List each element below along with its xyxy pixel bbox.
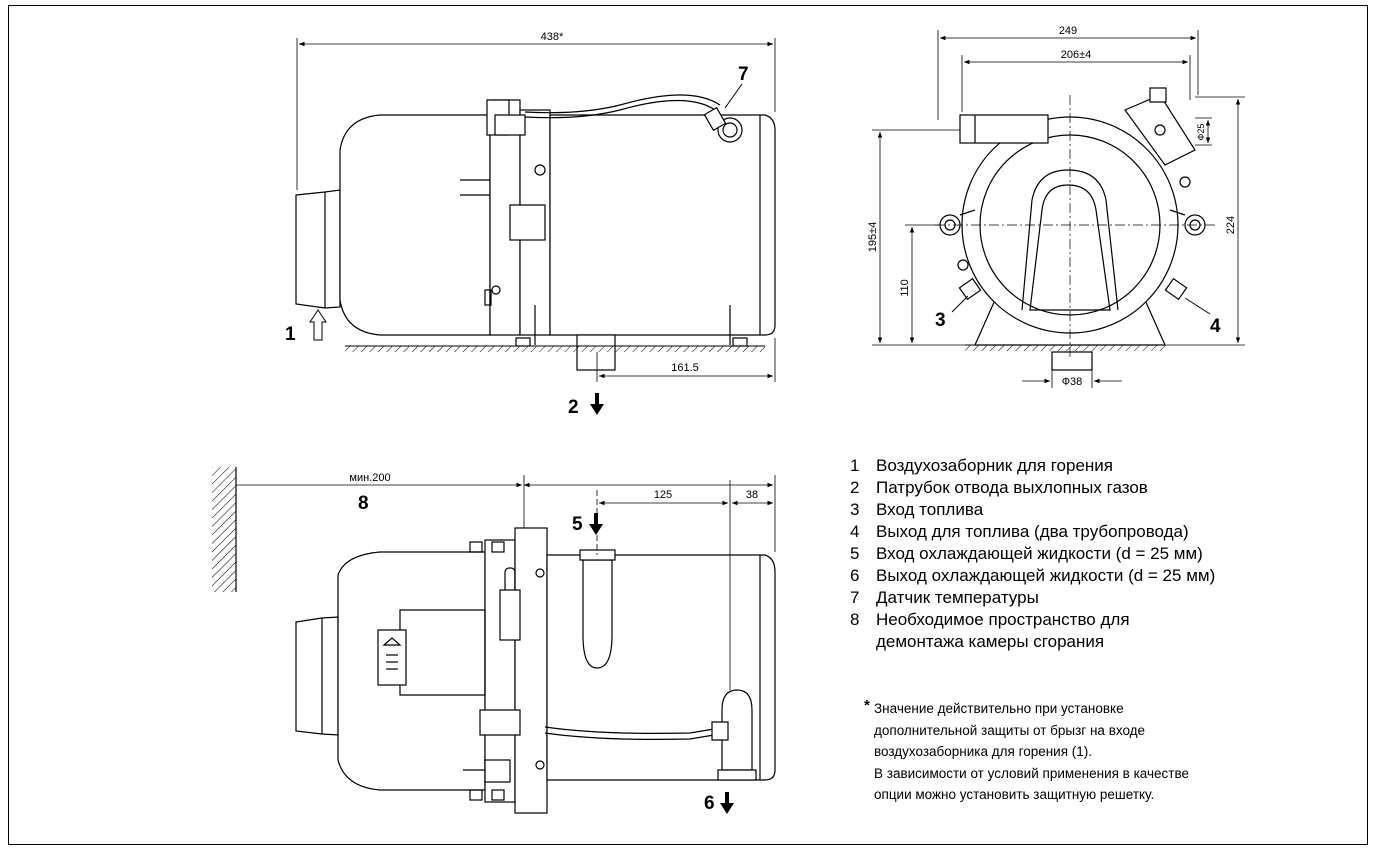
legend-text: Патрубок отвода выхлопных газов xyxy=(876,478,1148,497)
callout-1: 1 xyxy=(285,324,296,345)
dim-diameter-38: Ф38 xyxy=(1062,376,1083,388)
footnote-line: дополнительной защиты от брызг на входе xyxy=(874,722,1146,738)
legend-item: 6 Выход охлаждающей жидкости (d = 25 мм) xyxy=(850,565,1370,587)
coolant-out-arrow-icon xyxy=(720,792,734,814)
legend-text-continuation: демонтажа камеры сгорания xyxy=(876,632,1105,651)
dim-width-206: 206±4 xyxy=(1061,49,1092,61)
legend-item: 3 Вход топлива xyxy=(850,499,1370,521)
legend-item: 2 Патрубок отвода выхлопных газов xyxy=(850,477,1370,499)
callout-7: 7 xyxy=(738,64,749,85)
dim-height-110: 110 xyxy=(899,279,911,297)
legend-item: 7 Датчик температуры xyxy=(850,587,1370,609)
legend-number: 7 xyxy=(850,588,860,607)
ground-hatch-front xyxy=(965,345,1165,351)
legend-number: 2 xyxy=(850,478,860,497)
legend-item: 8 Необходимое пространство для демонтажа… xyxy=(850,609,1370,653)
legend-text: Выход охлаждающей жидкости (d = 25 мм) xyxy=(876,566,1216,585)
legend-item: 5 Вход охлаждающей жидкости (d = 25 мм) xyxy=(850,543,1370,565)
callout-6: 6 xyxy=(704,793,715,814)
coolant-in-arrow-icon xyxy=(589,513,603,535)
legend-number: 5 xyxy=(850,544,860,563)
air-intake-arrow-icon xyxy=(309,309,327,341)
side-view-top xyxy=(295,94,776,371)
legend: 1 Воздухозаборник для горения 2 Патрубок… xyxy=(850,455,1370,653)
legend-text: Воздухозаборник для горения xyxy=(876,456,1114,475)
legend-text: Датчик температуры xyxy=(876,588,1039,607)
exhaust-arrow-icon xyxy=(590,393,604,415)
legend-number: 3 xyxy=(850,500,860,519)
footnote-line: воздухозаборника для горения (1). xyxy=(874,744,1093,759)
callout-2: 2 xyxy=(568,397,579,418)
legend-number: 1 xyxy=(850,456,860,475)
footnote-star: * xyxy=(864,697,870,714)
dimension-overall-length xyxy=(296,38,776,190)
callout-8: 8 xyxy=(358,493,369,514)
footnote-line: В зависимости от условий применения в ка… xyxy=(874,765,1190,781)
dim-height-224: 224 xyxy=(1225,216,1237,234)
dim-diameter-25: Ф25 xyxy=(1196,124,1206,141)
dim-38: 38 xyxy=(746,489,758,501)
footnote-line: опции можно установить защитную решетку. xyxy=(874,787,1155,802)
legend-text-line: Необходимое пространство для xyxy=(876,610,1130,629)
legend-text: Необходимое пространство для демонтажа к… xyxy=(876,609,1370,653)
dim-overall-length: 438* xyxy=(541,31,564,43)
callout-3-leader xyxy=(951,295,969,313)
front-view-dimensions xyxy=(872,30,1245,388)
legend-number: 8 xyxy=(850,610,860,629)
legend-item: 1 Воздухозаборник для горения xyxy=(850,455,1370,477)
callout-4-leader xyxy=(1184,297,1211,315)
dim-width-249: 249 xyxy=(1059,25,1077,37)
top-view-dimensions xyxy=(236,475,776,552)
callout-7-leader xyxy=(724,83,743,109)
dim-exhaust-offset: 161.5 xyxy=(671,362,699,374)
dim-min-clearance: мин.200 xyxy=(349,472,390,484)
drawing-frame xyxy=(8,5,1368,845)
callout-5: 5 xyxy=(572,514,583,535)
legend-text: Вход охлаждающей жидкости (d = 25 мм) xyxy=(876,544,1203,563)
footnote: * Значение действительно при установке д… xyxy=(864,697,1364,806)
dim-125: 125 xyxy=(654,489,672,501)
dim-height-195: 195±4 xyxy=(867,222,879,253)
legend-text: Вход топлива xyxy=(876,500,984,519)
front-view xyxy=(939,87,1206,371)
callout-4: 4 xyxy=(1210,316,1221,337)
legend-number: 4 xyxy=(850,522,860,541)
footnote-line: Значение действительно при установке xyxy=(874,701,1124,716)
legend-item: 4 Выход для топлива (два трубопровода) xyxy=(850,521,1370,543)
legend-text: Выход для топлива (два трубопровода) xyxy=(876,522,1189,541)
legend-number: 6 xyxy=(850,566,860,585)
dimension-exhaust-offset xyxy=(596,338,776,382)
front-view-centerlines xyxy=(935,95,1215,360)
callout-3: 3 xyxy=(935,310,946,331)
ground-hatch-top xyxy=(345,346,765,352)
top-view xyxy=(295,527,776,814)
wall-hatch xyxy=(212,467,236,592)
